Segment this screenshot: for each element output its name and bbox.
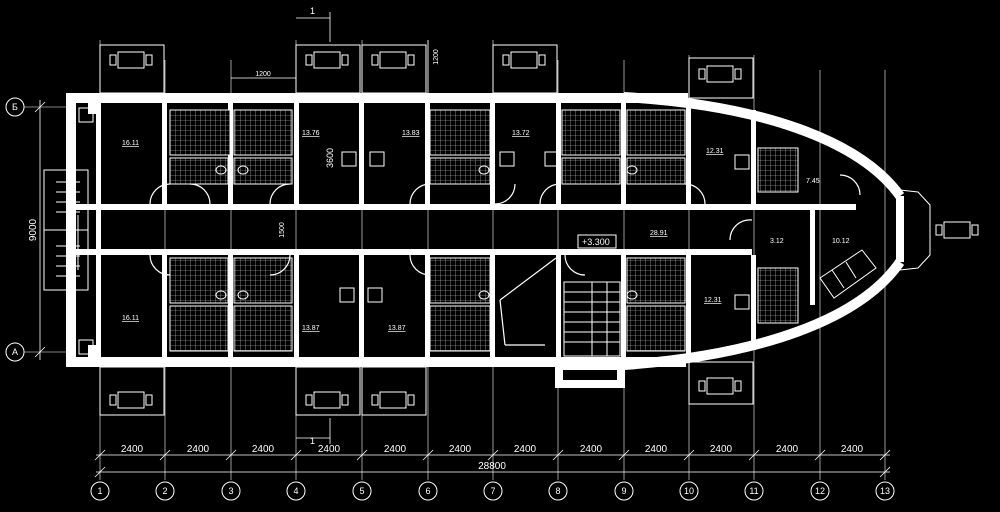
dim-span-3: 2400 (252, 444, 275, 455)
axis-label-1: 1 (97, 486, 102, 496)
fixtures (78, 107, 750, 355)
dim-corridor: 1500 (279, 222, 286, 238)
dimension-labels: 2400 2400 2400 2400 2400 2400 2400 2400 … (28, 49, 864, 472)
dim-span-12: 2400 (841, 444, 864, 455)
axis-label-6: 6 (425, 486, 430, 496)
corridor-walls (76, 103, 856, 357)
axis-label-3: 3 (228, 486, 233, 496)
room-area-10: 28.91 (650, 230, 668, 237)
axis-label-4: 4 (293, 486, 298, 496)
axis-label-7: 7 (490, 486, 495, 496)
elevation-mark: +3.300 (577, 234, 617, 249)
section-mark-bottom: 1 (310, 436, 315, 446)
dim-span-6: 2400 (449, 444, 472, 455)
axis-number-markers: 1 2 3 4 5 6 7 8 9 10 11 12 13 (90, 481, 895, 501)
dim-balcony: 1200 (433, 49, 440, 65)
room-area-6: 7.45 (806, 178, 820, 185)
staircase-center (563, 281, 621, 357)
axis-label-a: А (12, 347, 18, 357)
dim-span-2: 2400 (187, 444, 210, 455)
room-labels: 16.11 13.76 13.83 13.72 12.31 7.45 16.11… (122, 130, 850, 332)
section-marks: 1 1 (310, 6, 315, 446)
room-area-7: 16.11 (122, 315, 139, 322)
dim-height: 9000 (28, 218, 39, 241)
dim-span-10: 2400 (710, 444, 733, 455)
dim-span-1: 2400 (121, 444, 144, 455)
room-area-9: 13.87 (388, 325, 406, 332)
dimension-lines (34, 12, 891, 478)
room-area-11: 12.31 (704, 297, 722, 304)
bathrooms (169, 109, 799, 352)
room-area-8: 13.87 (302, 325, 320, 332)
sofa (819, 249, 877, 299)
curved-bow-wall (623, 92, 905, 370)
axis-label-11: 11 (749, 486, 758, 496)
dim-span-4: 2400 (318, 444, 341, 455)
door-swings (149, 174, 861, 276)
axis-label-2: 2 (162, 486, 167, 496)
staircase-left (43, 169, 89, 291)
axis-label-13: 13 (880, 486, 890, 496)
dim-span-9: 2400 (645, 444, 668, 455)
room-area-3: 13.83 (402, 130, 420, 137)
section-mark-top: 1 (310, 6, 315, 16)
dim-span-8: 2400 (580, 444, 603, 455)
axis-label-8: 8 (555, 486, 560, 496)
dim-span-7: 2400 (514, 444, 537, 455)
dim-small: 1200 (255, 71, 271, 78)
axis-label-b: Б (12, 102, 18, 112)
ramp-diagonal (499, 257, 557, 346)
room-area-12: 3.12 (770, 238, 784, 245)
room-area-4: 13.72 (512, 130, 530, 137)
axis-label-10: 10 (684, 486, 694, 496)
balcony-furniture (109, 51, 979, 409)
room-area-2: 13.76 (302, 130, 320, 137)
dim-room-depth: 3600 (325, 148, 335, 168)
axis-label-12: 12 (815, 486, 825, 496)
dim-total: 28800 (478, 461, 506, 472)
axis-label-9: 9 (621, 486, 626, 496)
elevation-label: +3.300 (582, 237, 610, 247)
room-area-5: 12.31 (706, 148, 724, 155)
axis-label-5: 5 (359, 486, 364, 496)
axis-letter-markers: Б А (5, 97, 25, 362)
room-area-13: 10.12 (832, 238, 850, 245)
room-area-1: 16.11 (122, 140, 139, 147)
dim-span-11: 2400 (776, 444, 799, 455)
balconies (99, 44, 931, 416)
dim-span-5: 2400 (384, 444, 407, 455)
